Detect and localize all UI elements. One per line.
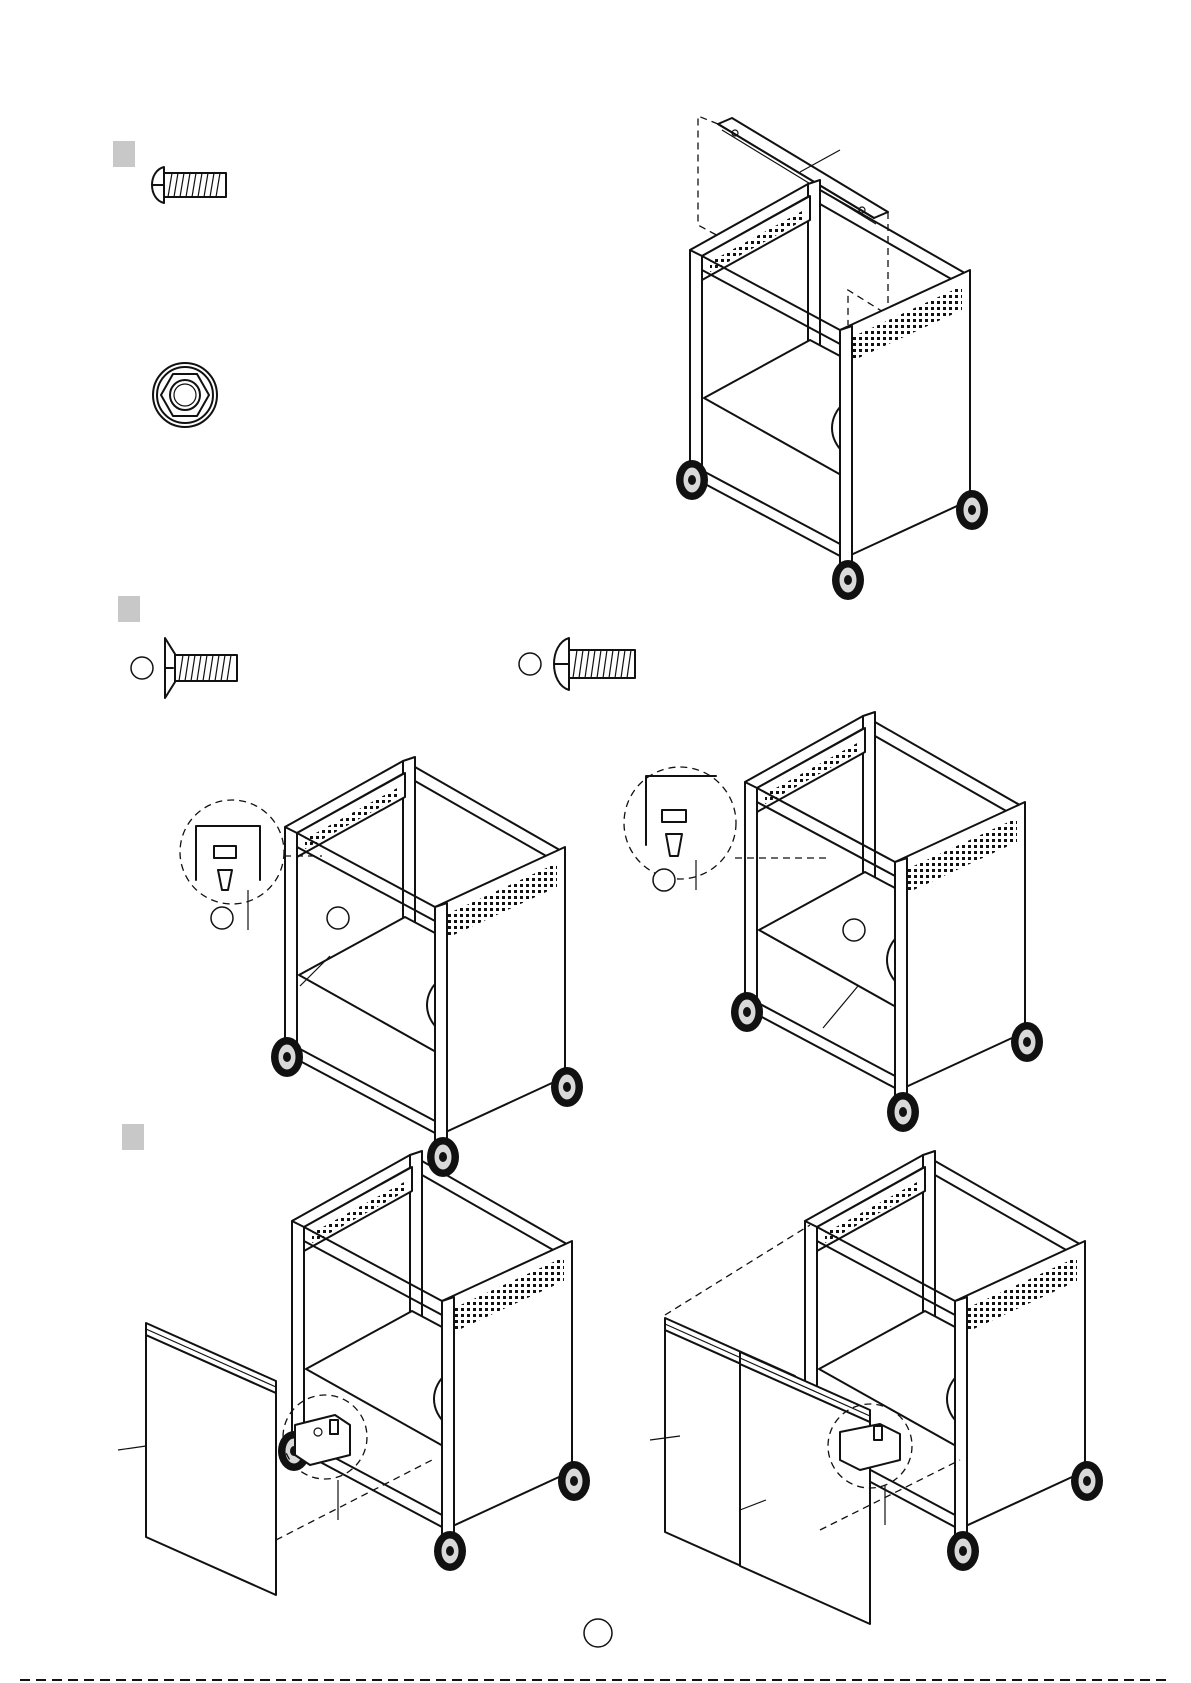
step-1-cart-drawing xyxy=(676,116,988,600)
step-2-right-cart xyxy=(624,712,1043,1132)
step-2-marker xyxy=(118,596,140,622)
step-1-marker xyxy=(113,141,135,167)
page-number-circle xyxy=(584,1619,612,1647)
callout-a xyxy=(131,657,153,679)
step-2-left-cart xyxy=(180,757,583,1177)
callout-b xyxy=(519,653,541,675)
nut-icon xyxy=(153,363,217,427)
screw-icon xyxy=(554,638,635,690)
step-3-right-drawing xyxy=(650,1151,1103,1624)
screw-icon xyxy=(152,167,226,203)
screw-icon xyxy=(165,638,237,698)
step-3-marker xyxy=(122,1124,144,1150)
step-3-left-drawing xyxy=(118,1151,590,1595)
